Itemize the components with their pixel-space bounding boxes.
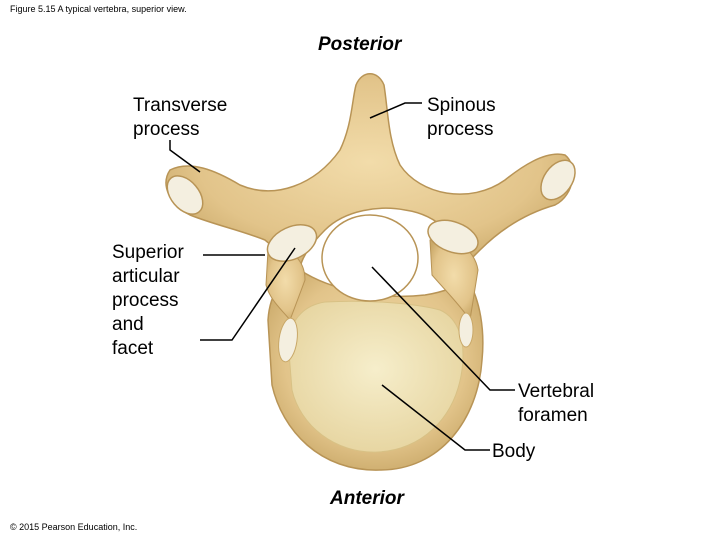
copyright-notice: © 2015 Pearson Education, Inc. [10, 522, 138, 532]
left-articular-facet [266, 224, 318, 262]
label-superior-articular: Superior articular process and facet [112, 241, 184, 361]
label-spinous-process: Spinous process [427, 94, 496, 142]
label-line: process [427, 119, 494, 140]
label-line: process [133, 119, 200, 140]
label-line: Transverse [133, 95, 228, 116]
right-articular-facet [427, 219, 479, 255]
posterior-label: Posterior [318, 34, 402, 55]
leader-vertebral-foramen [371, 266, 515, 391]
label-line: foramen [518, 405, 588, 426]
label-line: Superior [112, 242, 184, 263]
label-line: Spinous [427, 95, 496, 116]
label-line: Body [492, 441, 536, 462]
vertebral-foramen [321, 214, 419, 302]
right-transverse-tip [540, 159, 576, 201]
right-costal-facet [458, 312, 474, 348]
label-line: facet [112, 338, 154, 359]
left-transverse-tip [166, 175, 204, 215]
anterior-label: Anterior [330, 488, 404, 509]
label-body: Body [492, 440, 535, 464]
label-line: and [112, 314, 144, 335]
leader-body [381, 384, 490, 451]
left-costal-facet [278, 317, 298, 363]
label-line: process [112, 290, 179, 311]
leader-spinous-process [369, 102, 422, 119]
leader-transverse-process [169, 140, 201, 173]
label-line: Vertebral [518, 381, 595, 402]
leader-superior-articular-b [200, 247, 296, 341]
label-transverse-process: Transverse process [133, 94, 227, 142]
label-vertebral-foramen: Vertebral foramen [518, 380, 594, 428]
leader-lines [169, 102, 515, 451]
figure-caption: Figure 5.15 A typical vertebra, superior… [10, 4, 187, 14]
label-line: articular [112, 266, 180, 287]
